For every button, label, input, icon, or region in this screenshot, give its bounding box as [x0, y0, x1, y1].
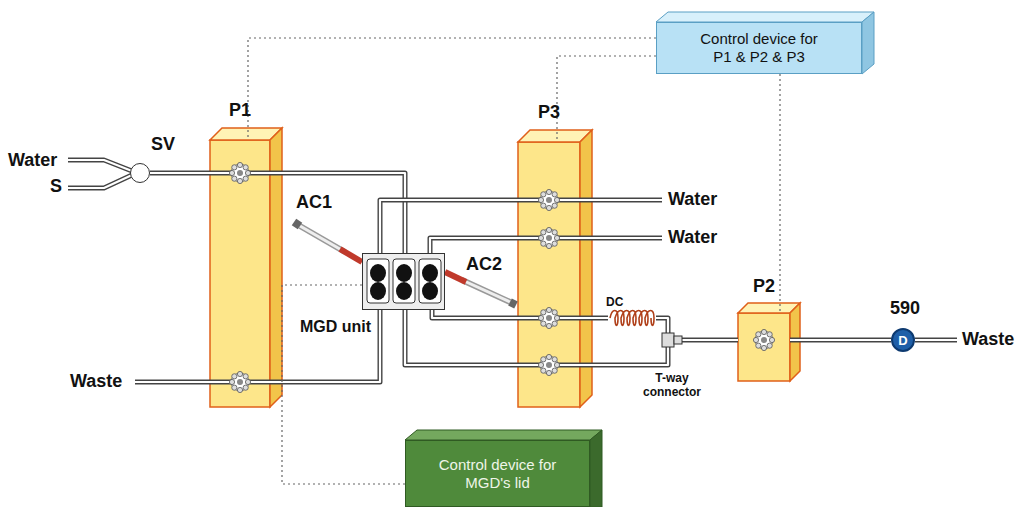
- pump-label: P2: [753, 276, 775, 297]
- delay-coil: [608, 311, 656, 326]
- tubing: [68, 160, 957, 382]
- part-label: DC: [606, 295, 623, 309]
- peristaltic-pump: P1: [210, 140, 270, 407]
- box-top-face: [405, 430, 602, 440]
- mgd-cells: [363, 254, 444, 309]
- pump-label: P1: [229, 100, 251, 121]
- peristaltic-pump: P2: [738, 313, 790, 381]
- box-side-face: [862, 12, 874, 74]
- box-top-face: [656, 12, 874, 22]
- detector-letter: D: [898, 333, 907, 348]
- tubing-connector: [380, 200, 518, 253]
- syringe: [294, 222, 362, 262]
- t-connector: [662, 333, 682, 347]
- control-line: [282, 285, 405, 484]
- pump-faces: [210, 128, 800, 407]
- control-box: Control device for MGD's lid: [405, 440, 590, 507]
- box-side-face: [590, 430, 602, 507]
- mgd-unit: MGD unit: [362, 253, 445, 310]
- wavelength-label: 590: [890, 298, 920, 319]
- part-label: Waste: [962, 329, 1014, 350]
- tubing-connector: [150, 173, 210, 174]
- pump-rollers: [229, 162, 774, 392]
- detector: 590D: [891, 328, 915, 352]
- part-label: Water: [668, 227, 717, 248]
- valve-label: SV: [151, 134, 175, 155]
- pump-label: P3: [538, 102, 560, 123]
- control-line: [780, 74, 781, 313]
- tubing-connector: [790, 340, 891, 341]
- peristaltic-pump: P3: [518, 142, 580, 407]
- part-label: AC2: [466, 254, 502, 275]
- selection-valve: SV: [130, 163, 150, 183]
- control-line: [557, 56, 656, 142]
- unit-label: MGD unit: [300, 318, 371, 336]
- part-label: Waste: [70, 371, 122, 392]
- part-label: T-way connector: [632, 372, 712, 400]
- control-box: Control device for P1 & P2 & P3: [656, 22, 862, 74]
- control-label: Control device for MGD's lid: [431, 456, 565, 492]
- tubing-connector: [580, 318, 738, 340]
- part-label: S: [50, 176, 62, 197]
- control-label: Control device for P1 & P2 & P3: [692, 30, 826, 66]
- tubing-connector: [270, 173, 405, 253]
- part-label: Water: [8, 150, 57, 171]
- part-label: Water: [668, 189, 717, 210]
- part-label: AC1: [296, 192, 332, 213]
- control-line: [248, 38, 656, 140]
- syringe: [445, 272, 516, 305]
